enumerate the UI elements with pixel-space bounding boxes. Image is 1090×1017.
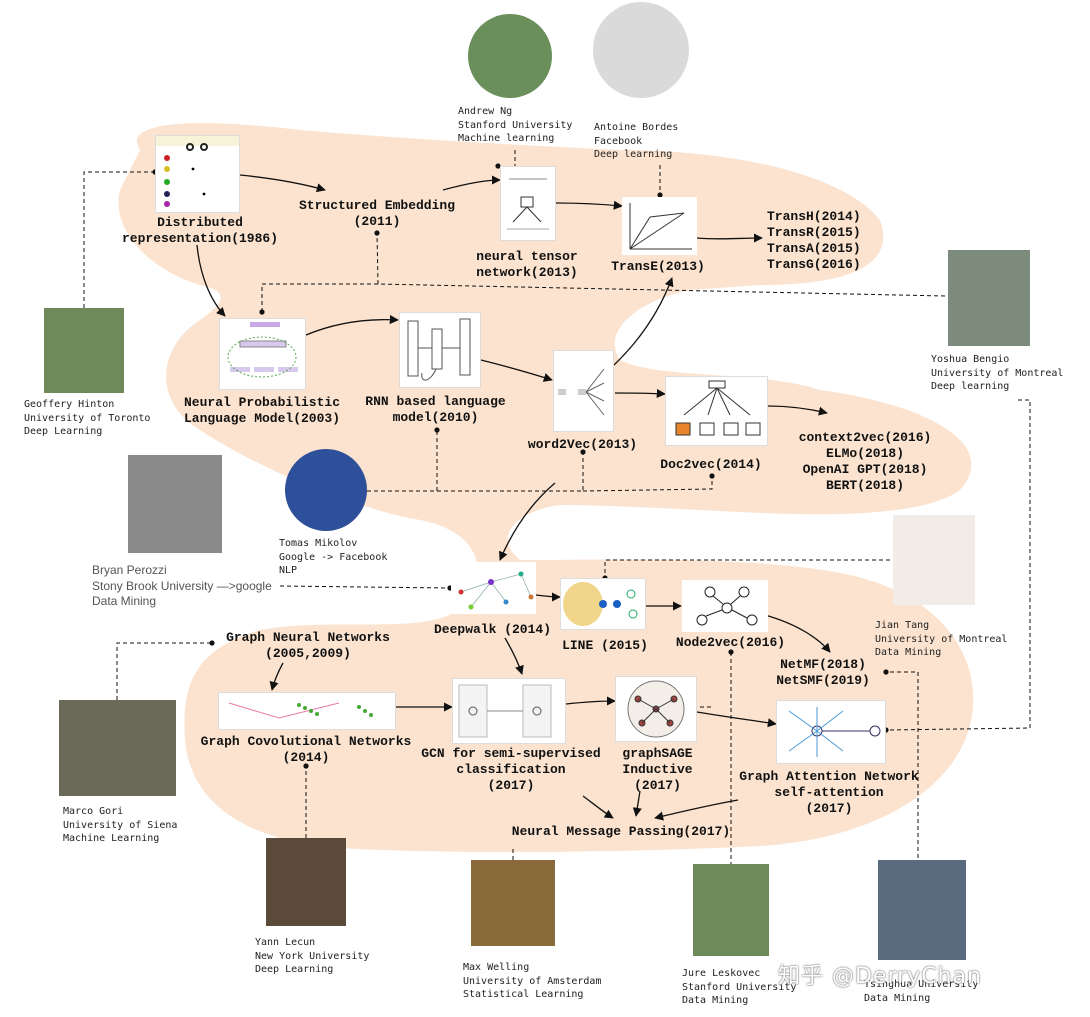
nplm-figure: [219, 318, 306, 390]
yoshua-bengio-photo: [948, 250, 1030, 346]
node-neural-message-passing: Neural Message Passing(2017): [511, 824, 731, 839]
node2vec-figure: [682, 580, 768, 632]
distributed-representation-figure: [155, 135, 240, 213]
caption-tsinghua-person: Tsinghua University Data Mining: [864, 979, 979, 1004]
line-figure: [560, 578, 646, 630]
jure-leskovec-photo: [693, 864, 769, 956]
tomas-mikolov-photo: [285, 449, 367, 531]
node-transe: TransE(2013): [611, 259, 705, 274]
node-word2vec: word2Vec(2013): [527, 437, 638, 452]
graphsage-figure: [615, 676, 697, 742]
caption-bryan-perozzi: Bryan Perozzi Stony Brook University —>g…: [92, 563, 272, 608]
gat-figure: [776, 700, 886, 764]
tsinghua-person-photo: [878, 860, 966, 960]
node-deepwalk: Deepwalk (2014): [433, 622, 552, 637]
caption-tomas-mikolov: Tomas Mikolov Google -> Facebook NLP: [279, 538, 388, 576]
marco-gori-photo: [59, 700, 176, 796]
yann-lecun-photo: [266, 838, 346, 926]
geoffery-hinton-photo: [44, 308, 124, 393]
word2vec-figure: [553, 350, 614, 432]
bryan-perozzi-photo: [128, 455, 222, 553]
node-graph-neural-networks: Graph Neural Networks (2005,2009): [226, 630, 390, 661]
andrew-ng-photo: [468, 14, 552, 98]
caption-marco-gori: Marco Gori University of Siena Machine L…: [63, 806, 178, 844]
node-gcn-semi-supervised: GCN for semi-supervised classification (…: [421, 746, 601, 793]
ntn-figure: [500, 166, 556, 241]
antoine-bordes-photo: [593, 2, 689, 98]
caption-antoine-bordes: Antoine Bordes Facebook Deep learning: [594, 122, 679, 160]
caption-jian-tang: Jian Tang University of Montreal Data Mi…: [875, 620, 1008, 658]
node-node2vec: Node2vec(2016): [675, 635, 786, 650]
node-graph-convolutional-networks: Graph Covolutional Networks (2014): [200, 734, 412, 765]
node-line: LINE (2015): [562, 638, 648, 653]
node-netmf: NetMF(2018) NetSMF(2019): [776, 657, 870, 688]
watermark: 知乎 @DerryChan: [778, 964, 982, 989]
node-graph-attention-network: Graph Attention Network self-attention (…: [739, 769, 919, 816]
deepwalk-figure: [451, 562, 536, 614]
gnn-conv-figure: [218, 692, 396, 730]
connector-dots: [152, 163, 889, 769]
node-doc2vec: Doc2vec(2014): [660, 457, 762, 472]
node-neural-tensor-network: neural tensor network(2013): [476, 249, 578, 280]
rnnlm-figure: [399, 312, 481, 388]
background-blob: [118, 123, 974, 853]
node-contextual-models: context2vec(2016) ELMo(2018) OpenAI GPT(…: [798, 430, 932, 493]
node-trans-variants: TransH(2014) TransR(2015) TransA(2015) T…: [767, 209, 861, 272]
jian-tang-photo: [893, 515, 975, 605]
node-structured-embedding: Structured Embedding (2011): [298, 198, 456, 229]
caption-yann-lecun: Yann Lecun New York University Deep Lear…: [255, 937, 370, 975]
gcn-semi-figure: [452, 678, 566, 744]
dashed-connectors: [83, 150, 1031, 866]
caption-geoffery-hinton: Geoffery Hinton University of Toronto De…: [24, 399, 151, 437]
node-distributed-representation: Distributed representation(1986): [121, 215, 279, 246]
max-welling-photo: [471, 860, 555, 946]
caption-yoshua-bengio: Yoshua Bengio University of Montreal Dee…: [931, 354, 1064, 392]
node-graphsage: graphSAGE Inductive (2017): [622, 746, 693, 793]
node-rnnlm: RNN based language model(2010): [365, 394, 506, 425]
doc2vec-figure: [665, 376, 768, 446]
solid-arrows: [196, 174, 831, 821]
caption-max-welling: Max Welling University of Amsterdam Stat…: [463, 962, 602, 1000]
caption-andrew-ng: Andrew Ng Stanford University Machine le…: [458, 106, 573, 144]
transe-figure: [622, 197, 697, 255]
caption-jure-leskovec: Jure Leskovec Stanford University Data M…: [682, 968, 797, 1006]
node-nplm: Neural Probabilistic Language Model(2003…: [183, 395, 341, 426]
